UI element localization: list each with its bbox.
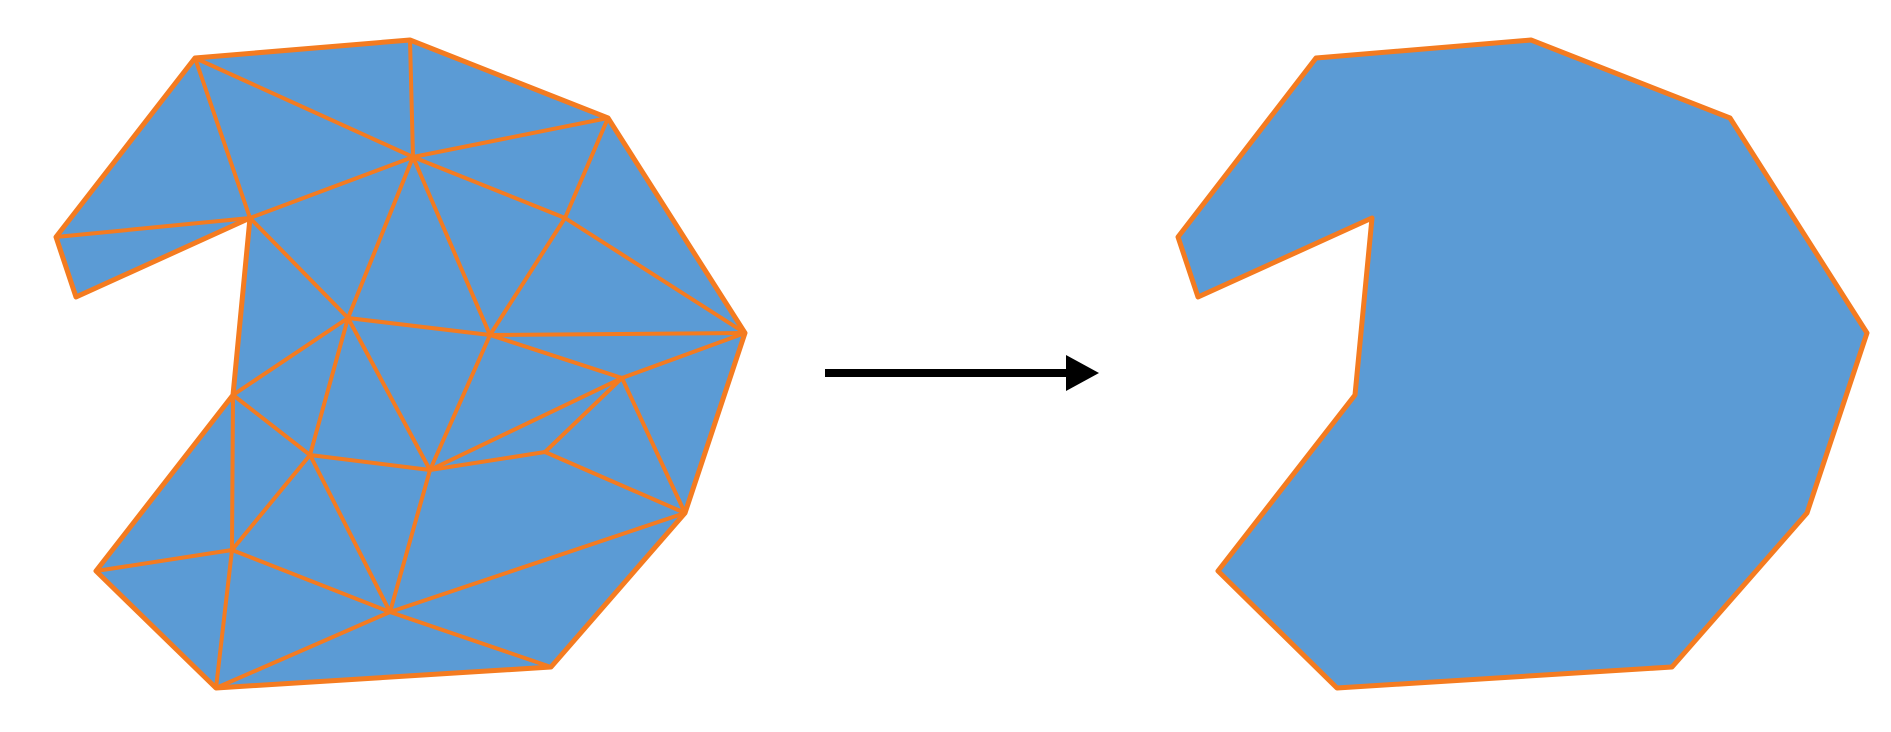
mesh-triangle-edges xyxy=(54,38,747,690)
triangle-edge xyxy=(308,453,432,472)
triangle-edge xyxy=(231,316,350,397)
triangle-edge xyxy=(231,393,312,457)
triangle-edge xyxy=(408,38,415,159)
triangle-edge xyxy=(411,116,610,159)
triangle-edge xyxy=(346,316,492,337)
triangle-edge xyxy=(488,331,747,337)
triangle-edge xyxy=(230,548,392,614)
triangle-edge xyxy=(388,468,432,614)
merged-polygon xyxy=(1175,37,1870,691)
triangle-edge xyxy=(346,155,415,320)
right-arrow-icon xyxy=(825,355,1099,391)
triangle-edge xyxy=(214,610,392,690)
triangle-edge xyxy=(543,450,687,515)
triangle-edge xyxy=(248,155,415,220)
triangle-edge xyxy=(214,548,234,690)
triangle-edge xyxy=(563,216,747,335)
triangle-edge xyxy=(346,316,432,472)
merged-outline-polygon xyxy=(1175,37,1870,691)
triangle-edge xyxy=(193,56,252,220)
triangle-edge xyxy=(230,453,312,552)
triangulated-mesh xyxy=(53,37,748,691)
triangle-edge xyxy=(563,116,610,220)
triangle-edge xyxy=(308,316,350,457)
mesh-outline-polygon xyxy=(53,37,748,691)
triangle-edge xyxy=(428,333,492,472)
triangle-edge xyxy=(488,333,624,380)
triangle-edge xyxy=(411,155,567,220)
triangle-edge xyxy=(620,331,747,380)
triangle-edge xyxy=(193,56,415,159)
triangle-edge xyxy=(230,393,235,552)
triangle-edge xyxy=(388,610,553,669)
triangle-edge xyxy=(388,511,687,614)
triangle-edge xyxy=(308,453,392,614)
triangle-edge xyxy=(543,376,624,454)
triangle-edge xyxy=(428,450,547,472)
triangle-edge xyxy=(94,548,234,573)
triangle-edge xyxy=(411,155,492,337)
triangle-edge xyxy=(54,216,252,239)
triangle-edge xyxy=(488,216,567,337)
triangle-edge xyxy=(428,376,624,472)
triangle-edge xyxy=(620,376,687,515)
triangle-edge xyxy=(248,216,350,320)
